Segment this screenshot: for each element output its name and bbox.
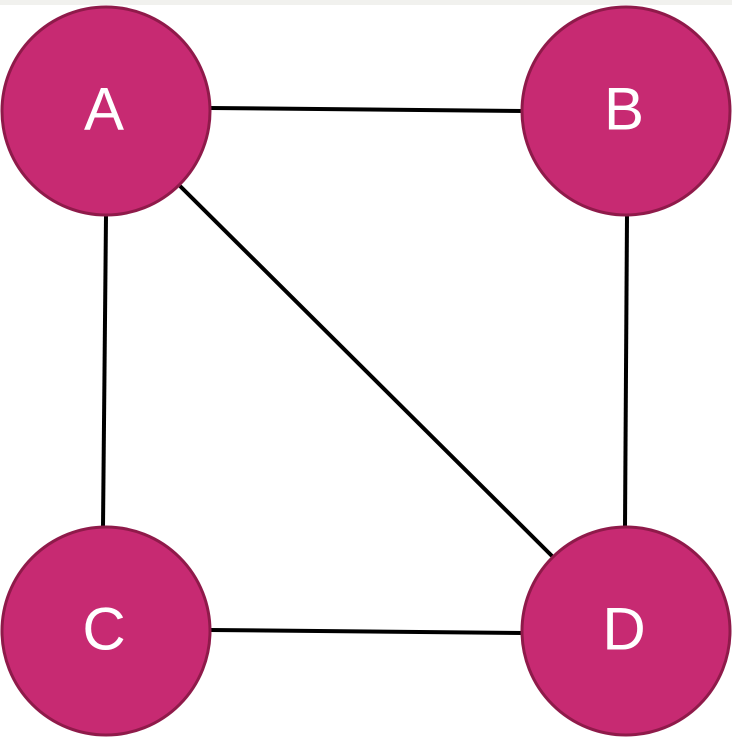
- node-b-label: B: [604, 76, 644, 143]
- edge-b-d: [623, 215, 629, 528]
- edge-c-d: [209, 628, 524, 635]
- node-d-label: D: [602, 596, 645, 663]
- node-c-label: C: [82, 596, 125, 663]
- edge-a-c: [101, 215, 108, 528]
- node-c: C: [0, 525, 212, 737]
- node-a-circle: [0, 5, 212, 217]
- node-a-label: A: [84, 76, 124, 143]
- edge-a-b: [209, 106, 524, 113]
- node-d-circle: [520, 525, 732, 737]
- node-b-circle: [520, 5, 732, 217]
- top-border-strip: [0, 0, 732, 5]
- node-b: B: [520, 5, 732, 217]
- node-a: A: [0, 5, 212, 217]
- edge-a-d: [178, 184, 555, 559]
- node-d: D: [520, 525, 732, 737]
- node-c-circle: [0, 525, 212, 737]
